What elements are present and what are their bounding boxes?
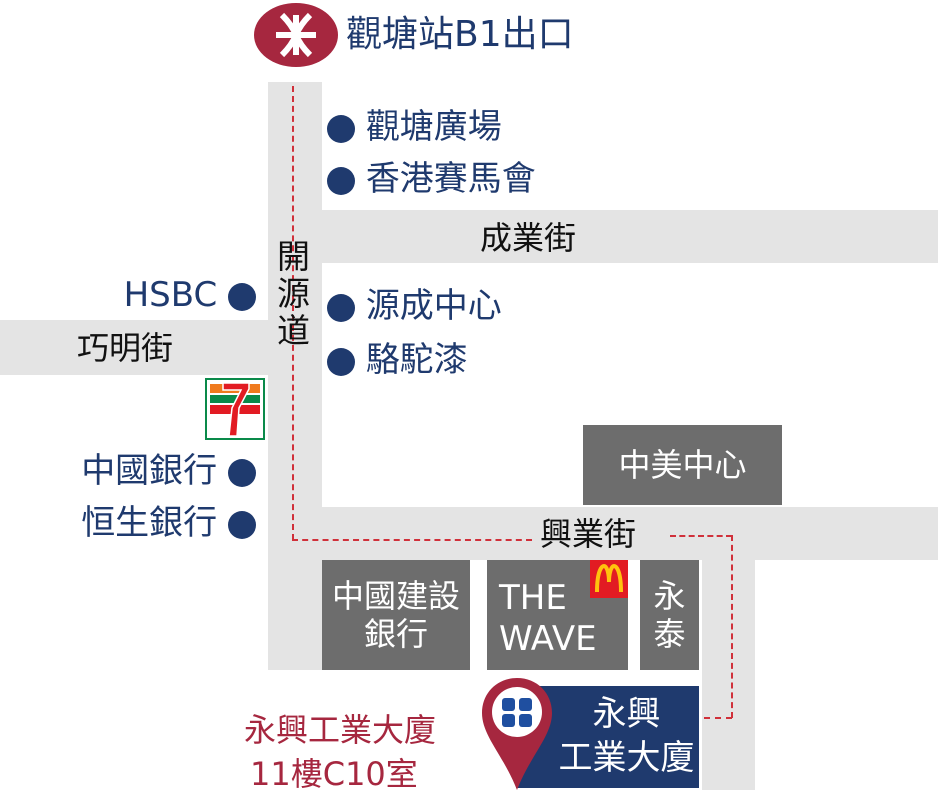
landmark-label: HSBC [123,275,218,315]
side-road [702,560,755,790]
street-label-how-ming: 巧明街 [77,329,174,367]
street-label-shing-yip: 成業街 [480,219,577,257]
landmark-label: 源成中心 [365,286,502,326]
landmark-label: 恒生銀行 [81,503,218,543]
location-dot-icon [327,347,355,376]
location-dot-icon [228,282,256,311]
building-label: 永 [653,576,686,615]
location-dot-icon [228,458,256,487]
shing-yip-street [322,210,938,263]
kai-yuen-road [268,82,322,670]
landmark-camel-paint: 駱駝漆 [327,343,468,377]
map-pin-icon [480,676,554,792]
landmark-label: 觀塘廣場 [365,107,502,147]
mcdonalds-logo-icon [590,560,628,598]
seven-eleven-logo-icon [205,378,265,440]
address-building: 永興工業大廈 [244,711,437,749]
building-chung-mei-centre: 中美中心 [583,425,782,505]
mtr-logo-icon [254,3,338,67]
landmark-hang-seng-bank: 恒生銀行 [81,506,256,540]
route-line [292,539,532,541]
route-line [292,86,294,540]
destination-address: 永興工業大廈 11樓C10室 [244,708,436,796]
street-label-kai-yuen: 開源道 [277,237,310,350]
how-ming-street [0,320,268,375]
hing-yip-street [268,507,938,560]
landmark-label: 中國銀行 [81,451,218,491]
location-dot-icon [228,510,256,539]
landmark-yuen-shing-centre: 源成中心 [327,289,502,323]
landmark-label: 駱駝漆 [365,340,468,380]
building-label: WAVE [499,619,597,659]
route-line [731,535,733,718]
building-label: 泰 [653,615,686,653]
landmark-label: 香港賽馬會 [365,159,536,199]
landmark-kwun-tong-plaza: 觀塘廣場 [327,110,502,144]
location-dot-icon [327,166,355,195]
station-exit-label: 觀塘站B1出口 [346,14,574,55]
landmark-hsbc: HSBC [124,278,256,312]
building-ccb: 中國建設銀行 [322,560,470,670]
street-label-hing-yip: 興業街 [540,515,637,553]
route-line [670,535,732,537]
landmark-jockey-club: 香港賽馬會 [327,162,536,196]
address-unit: 11樓C10室 [250,755,418,793]
destination-name-line2: 工業大廈 [558,738,695,778]
route-line [682,717,732,719]
location-dot-icon [327,114,355,143]
destination-name-line1: 永興 [592,694,661,734]
building-wing-tai: 永 泰 [640,560,699,670]
landmark-bank-of-china: 中國銀行 [81,454,256,488]
location-dot-icon [327,293,355,322]
building-label: THE [499,578,567,619]
